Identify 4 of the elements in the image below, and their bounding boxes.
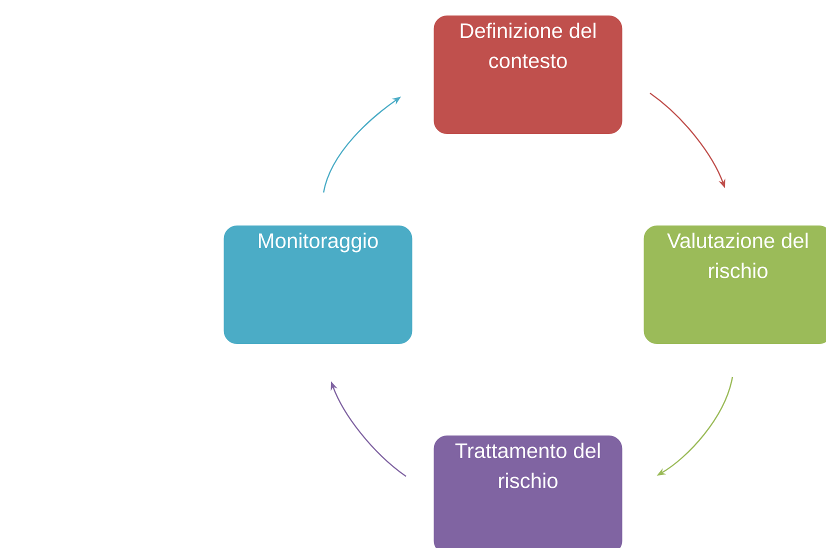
process-box: Valutazione del rischio [642,224,826,346]
process-box: Definizione del contesto [432,14,624,136]
process-box: Monitoraggio [222,224,414,346]
process-box: Trattamento del rischio [432,434,624,548]
